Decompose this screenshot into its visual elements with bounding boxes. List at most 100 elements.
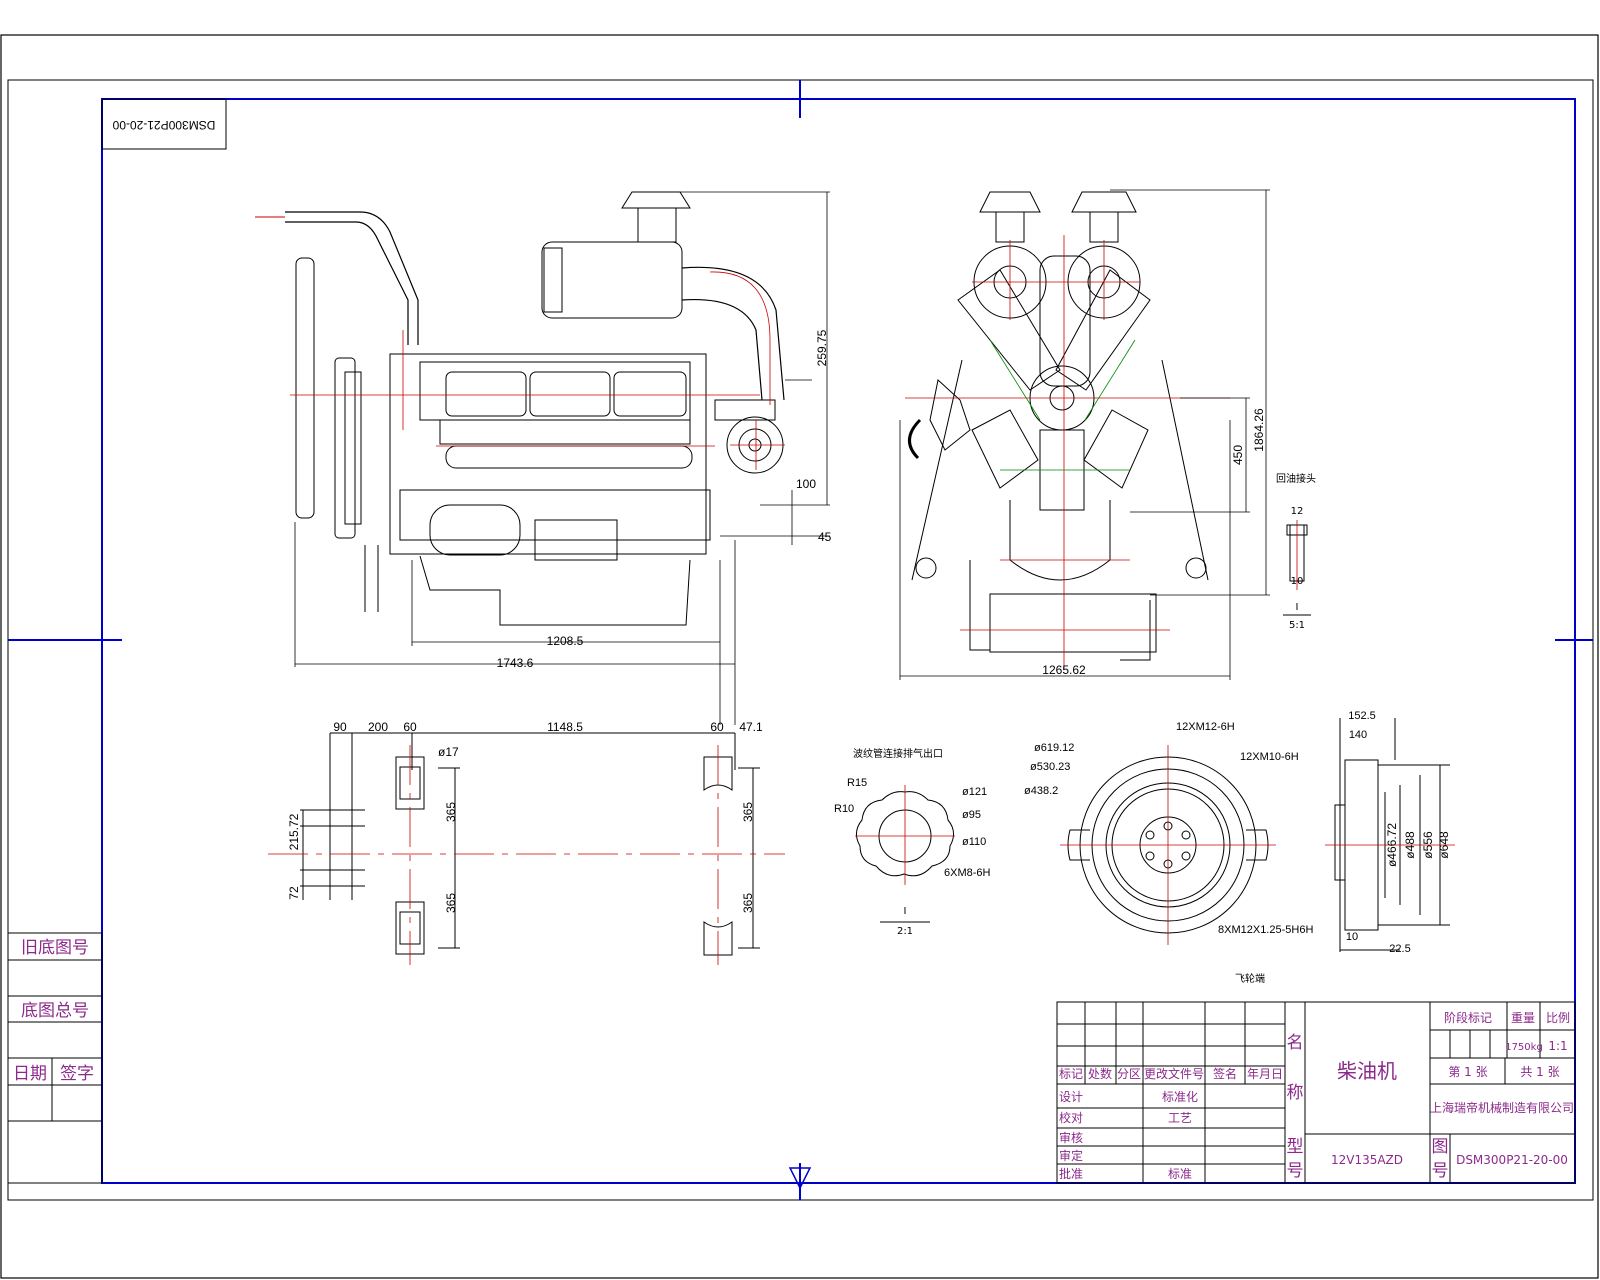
- dim-259-75: 259.75: [815, 329, 829, 366]
- fw-side-d488: ø488: [1403, 831, 1417, 859]
- flange-r10: R10: [834, 803, 854, 815]
- dim-1208-5: 1208.5: [547, 634, 584, 648]
- name-label-1: 名: [1287, 1033, 1304, 1053]
- oil-return-label: 回油接头: [1276, 472, 1316, 485]
- dim-45: 45: [818, 530, 832, 544]
- flywheel-d619: ø619.12: [1034, 742, 1074, 754]
- flywheel-holes-bottom: 8XM12X1.25-5H6H: [1218, 924, 1313, 936]
- flange-d95: ø95: [962, 809, 981, 821]
- oil-return-d1: 12: [1291, 506, 1304, 517]
- flywheel-note: 飞轮端: [1235, 972, 1265, 985]
- flange-r15: R15: [847, 777, 867, 789]
- fw-side-140: 140: [1349, 729, 1367, 741]
- mount-dim-365b: 365: [444, 893, 458, 913]
- fw-side-152-5: 152.5: [1348, 710, 1376, 722]
- oil-return-detail: [1283, 520, 1311, 616]
- role-standardization: 标准化: [1162, 1090, 1198, 1104]
- model-value: 12V135AZD: [1331, 1153, 1403, 1167]
- rev-header-doc: 更改文件号: [1144, 1066, 1204, 1081]
- flange-title: 波纹管连接排气出口: [853, 747, 943, 760]
- flywheel-front-centerlines: [1060, 745, 1276, 945]
- fw-side-d648: ø648: [1437, 831, 1451, 859]
- mount-dim-60a: 60: [403, 720, 417, 734]
- sheet-number: 第 1 张: [1448, 1065, 1487, 1079]
- fw-side-d466: ø466.72: [1385, 823, 1399, 867]
- company-name: 上海瑞帝机械制造有限公司: [1430, 1100, 1574, 1115]
- fw-side-10: 10: [1346, 931, 1358, 943]
- role-check: 校对: [1059, 1110, 1083, 1125]
- scale-label: 比例: [1546, 1011, 1570, 1025]
- sign-label: 签字: [60, 1064, 94, 1084]
- flywheel-d438: ø438.2: [1024, 785, 1058, 797]
- role-process: 工艺: [1168, 1111, 1192, 1125]
- model-label-1: 型: [1287, 1137, 1304, 1157]
- mount-dim-90: 90: [333, 720, 347, 734]
- flange-scale: 2:1: [897, 926, 913, 937]
- mount-plan: [300, 732, 760, 956]
- stamp-text: DSM300P21-20-00: [112, 118, 215, 132]
- old-drawing-no-label: 旧底图号: [21, 938, 89, 958]
- product-name: 柴油机: [1337, 1059, 1397, 1083]
- role-approve-2: 批准: [1059, 1166, 1083, 1181]
- front-view: [908, 191, 1209, 661]
- left-strip: [7, 932, 103, 1184]
- mount-plan-dim-texts: 90 200 60 1148.5 60 47.1 ø17 365 365 365…: [287, 720, 763, 913]
- mount-dim-60b: 60: [710, 720, 724, 734]
- total-drawing-no-label: 底图总号: [21, 1001, 89, 1021]
- front-view-centerlines: [905, 235, 1230, 670]
- mount-plan-centerlines: [268, 745, 785, 965]
- weight-value: 1750kg: [1505, 1042, 1543, 1053]
- rev-header-zone: 分区: [1117, 1067, 1141, 1081]
- drawing-number-stamp: DSM300P21-20-00: [101, 98, 227, 150]
- fw-side-22-5: 22.5: [1389, 943, 1410, 955]
- flange-section: I: [904, 906, 907, 917]
- title-block: [1056, 1001, 1576, 1184]
- weight-label: 重量: [1511, 1011, 1535, 1025]
- flywheel-holes-side: 12XM10-6H: [1240, 751, 1299, 763]
- flywheel-d530: ø530.23: [1030, 761, 1070, 773]
- mount-dim-d17: ø17: [438, 745, 459, 759]
- dim-450: 450: [1231, 445, 1245, 465]
- sheet-frame: [0, 34, 1599, 1279]
- flange-d110: ø110: [962, 836, 986, 848]
- mount-dim-47-1: 47.1: [739, 720, 763, 734]
- date-label: 日期: [13, 1064, 47, 1084]
- drawing-no-value: DSM300P21-20-00: [1456, 1153, 1568, 1167]
- mount-dim-215-72: 215.72: [287, 813, 301, 850]
- dim-100: 100: [796, 477, 816, 491]
- oil-return-scale: 5:1: [1289, 620, 1305, 631]
- rev-header-sign: 签名: [1213, 1066, 1237, 1081]
- front-view-green-marks: [989, 339, 1136, 471]
- rev-header-mark: 标记: [1059, 1067, 1083, 1081]
- rev-header-date: 年月日: [1247, 1067, 1283, 1081]
- rev-header-count: 处数: [1088, 1066, 1112, 1081]
- name-label-2: 称: [1287, 1083, 1304, 1103]
- drawing-no-label-2: 号: [1432, 1161, 1449, 1181]
- role-review: 审核: [1059, 1130, 1083, 1145]
- role-design: 设计: [1059, 1090, 1083, 1104]
- oil-return-d2: 10: [1291, 576, 1304, 587]
- fw-side-d556: ø556: [1421, 831, 1435, 859]
- front-view-dimensions: [899, 189, 1270, 680]
- side-view-centerlines: [290, 271, 785, 470]
- dim-1265-62: 1265.62: [1042, 663, 1086, 677]
- scale-value: 1:1: [1548, 1039, 1567, 1053]
- model-label-2: 号: [1287, 1161, 1304, 1181]
- mount-dim-72: 72: [287, 886, 301, 900]
- role-standard: 标准: [1168, 1167, 1192, 1181]
- mount-dim-365d: 365: [741, 893, 755, 913]
- flange-centerlines: [855, 785, 955, 885]
- mount-dim-365a: 365: [444, 802, 458, 822]
- sheet-total: 共 1 张: [1520, 1065, 1559, 1079]
- dim-1743-6: 1743.6: [497, 656, 534, 670]
- drawing-no-label-1: 图: [1432, 1137, 1449, 1157]
- flywheel-holes-top: 12XM12-6H: [1176, 721, 1235, 733]
- side-view-dimensions: [294, 191, 830, 725]
- oil-return-section: I: [1296, 602, 1299, 613]
- flange-bolts: 6XM8-6H: [944, 867, 991, 879]
- role-approve-1: 审定: [1059, 1148, 1083, 1163]
- stage-label: 阶段标记: [1444, 1010, 1492, 1025]
- dim-1864-26: 1864.26: [1252, 408, 1266, 452]
- mount-dim-365c: 365: [741, 802, 755, 822]
